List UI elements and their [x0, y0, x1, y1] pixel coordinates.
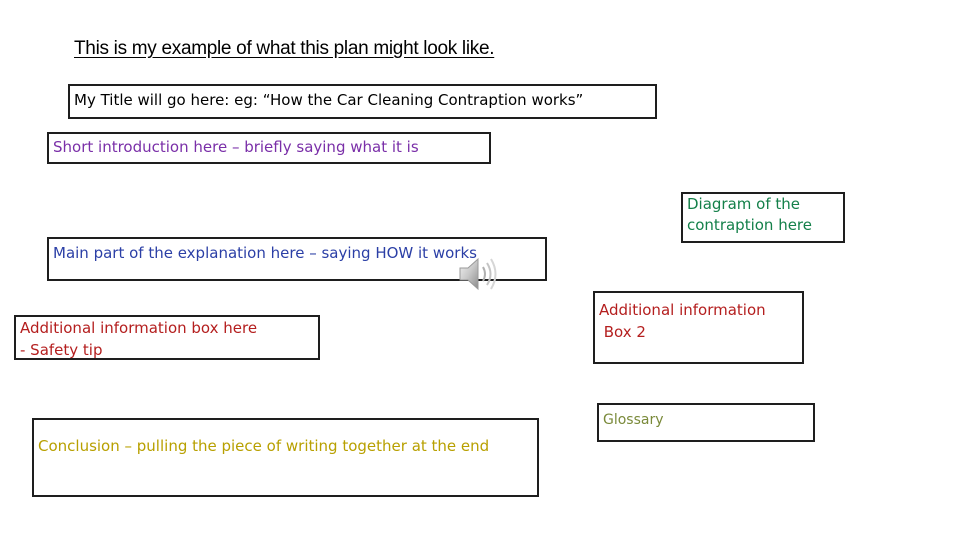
conclusion-box: Conclusion – pulling the piece of writin…: [32, 418, 539, 497]
conclusion-box-text: Conclusion – pulling the piece of writin…: [38, 437, 490, 455]
diagram-box-text-line1: Diagram of the: [687, 195, 801, 213]
diagram-box-text-line2: contraption here: [687, 216, 812, 234]
diagram-box: Diagram of the contraption here: [681, 192, 845, 243]
additional-info-box-2: Additional information Box 2: [593, 291, 804, 364]
page-heading: This is my example of what this plan mig…: [74, 38, 495, 59]
glossary-box-text: Glossary: [603, 412, 664, 428]
introduction-box: Short introduction here – briefly saying…: [47, 132, 491, 164]
additional-info-box-1-line2: - Safety tip: [20, 341, 103, 359]
main-explanation-box-text: Main part of the explanation here – sayi…: [53, 244, 477, 262]
speaker-icon[interactable]: [456, 254, 504, 294]
main-explanation-box: Main part of the explanation here – sayi…: [47, 237, 547, 281]
glossary-box: Glossary: [597, 403, 815, 442]
title-box: My Title will go here: eg: “How the Car …: [68, 84, 657, 119]
title-box-text: My Title will go here: eg: “How the Car …: [74, 91, 584, 109]
additional-info-box-1-line1: Additional information box here: [20, 319, 258, 337]
additional-info-box-2-line1: Additional information: [599, 301, 766, 319]
introduction-box-text: Short introduction here – briefly saying…: [53, 138, 419, 156]
additional-info-box-2-line2: Box 2: [599, 323, 646, 341]
additional-info-box-1: Additional information box here - Safety…: [14, 315, 320, 360]
